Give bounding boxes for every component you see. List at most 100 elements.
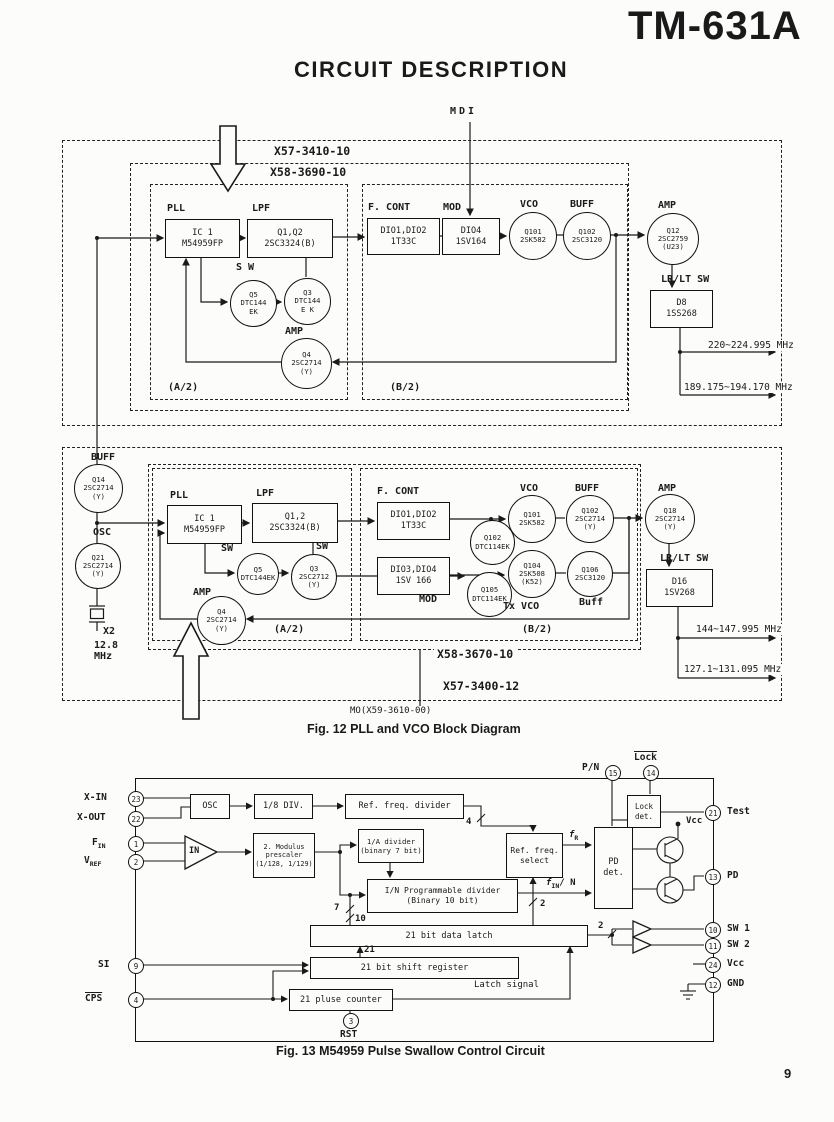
pin-label-vref: VREF — [84, 855, 101, 868]
f13-modulus-prescaler-block: 2. Modulus prescaler (1/128, 1/129) — [253, 833, 315, 878]
f12b-buff-tag: BUFF — [91, 452, 116, 463]
f13-data-latch-block: 21 bit data latch — [310, 925, 588, 947]
pin-label-sw1: SW 1 — [727, 923, 750, 934]
vcc-dot — [675, 821, 681, 827]
f13-fr-base: f — [569, 830, 575, 840]
f12t-mod-tag: MOD — [443, 202, 462, 213]
pin-label-xin: X-IN — [84, 792, 107, 803]
f13-fr-sub: R — [574, 833, 579, 842]
f12t-a2-tag: (A/2) — [168, 382, 199, 393]
pin-10-sw1: 10 — [705, 922, 721, 938]
sw1-buffer-icon — [632, 919, 653, 939]
f12b-lpf-block: Q1,2 2SC3324(B) — [252, 503, 338, 543]
f13-ref-freq-select-block: Ref. freq. select — [506, 833, 563, 878]
pin-label-sw2: SW 2 — [727, 939, 750, 950]
f12b-q106-transistor: Q106 2SC3120 — [567, 551, 613, 597]
pin-label-si: SI — [98, 959, 110, 970]
mo-unit-label: MO(X59-3610-00) — [350, 706, 432, 716]
md1-input-label: MDI — [450, 106, 478, 117]
f12b-q105-transistor: Q105 DTC114EK — [467, 572, 512, 617]
f12b-q21-transistor: Q21 2SC2714 (Y) — [75, 543, 121, 589]
pin-12-gnd: 12 — [705, 977, 721, 993]
pin-22-xout: 22 — [128, 811, 144, 827]
fig12-top-outer-board-frame — [62, 140, 782, 426]
f12b-sw-tag-1: SW — [221, 543, 234, 554]
f12b-output-range-1: 144~147.995 MHz — [694, 624, 784, 635]
f12b-output-range-2: 127.1~131.095 MHz — [682, 664, 784, 675]
pin-15-pn: 15 — [605, 765, 621, 781]
fig12-bottom-inner-board-frame — [148, 464, 641, 650]
f12t-d8-block: D8 1SS268 — [650, 290, 713, 328]
f13-osc-block: OSC — [190, 794, 230, 819]
f12t-b2-tag: (B/2) — [390, 382, 421, 393]
fig12-top-b2-frame — [362, 184, 628, 400]
f12b-q5-transistor: Q5 DTC144EK — [237, 553, 279, 595]
f13-fin-rest: / N — [559, 878, 576, 888]
page-title: CIRCUIT DESCRIPTION — [294, 57, 569, 82]
f12b-q18-transistor: Q18 2SC2714 (Y) — [645, 494, 695, 544]
pin-label-test: Test — [727, 806, 750, 817]
f12b-vco-tag: VCO — [520, 483, 539, 494]
f12b-d16-block: D16 1SV268 — [646, 569, 713, 607]
f13-pulse-counter-block: 21 pluse counter — [289, 989, 393, 1011]
f13-a-divider-block: 1/A divider (binary 7 bit) — [358, 829, 424, 863]
f12t-lrlt-sw-tag: LR/LT SW — [661, 274, 710, 285]
pin-21-test: 21 — [705, 805, 721, 821]
fig13-wires — [142, 779, 705, 1013]
fig12-top-inner-board-frame — [130, 163, 629, 411]
f12t-vco-tag: VCO — [520, 199, 539, 210]
f12b-q4-transistor: Q4 2SC2714 (Y) — [197, 596, 246, 645]
f12t-fcont-block: DIO1,DIO2 1T33C — [367, 218, 440, 255]
pin-label-fin-base: F — [92, 837, 98, 848]
pin-label-lock: Lock — [634, 752, 657, 763]
pin-label-vref-base: V — [84, 855, 90, 866]
f13-divide-by-8-block: 1/8 DIV. — [254, 794, 313, 819]
f12b-q101-transistor: Q101 2SK582 — [508, 495, 556, 543]
f12b-lpf-tag: LPF — [256, 488, 275, 499]
f13-lock-detector-block: Lock det. — [627, 795, 661, 828]
f12t-q4-transistor: Q4 2SC2714 (Y) — [281, 338, 332, 389]
f12b-mod-tag: MOD — [419, 594, 438, 605]
board-number-x58-3670-10: X58-3670-10 — [434, 647, 517, 661]
f13-pd-detector-block: PD det. — [594, 827, 633, 909]
f12t-lpf-tag: LPF — [252, 203, 271, 214]
f12b-x2-frequency: 12.8 MHz — [94, 640, 119, 662]
f12t-q102-transistor: Q102 2SC3120 — [563, 212, 611, 260]
pin-label-xout: X-OUT — [77, 812, 106, 823]
f13-bus-width-21: 21 — [364, 945, 375, 955]
f12b-q102-switch-transistor: Q102 DTC114EK — [470, 520, 515, 565]
f12b-b2-tag: (B/2) — [522, 624, 553, 635]
f13-n-programmable-divider-block: I/N Programmable divider (Binary 10 bit) — [367, 879, 518, 913]
big-arrows — [172, 125, 247, 720]
fig12-bottom-outer-board-frame — [62, 447, 782, 701]
amp-and-buffer-icons — [184, 834, 653, 955]
f12t-fcont-tag: F. CONT — [368, 202, 411, 213]
f12b-fcont-tag: F. CONT — [377, 486, 420, 497]
f13-bus-width-7: 7 — [334, 903, 340, 913]
pin-label-fin: FIN — [92, 837, 106, 850]
f13-bus-width-4: 4 — [466, 817, 472, 827]
transistor-icons — [656, 836, 684, 904]
f12b-pll-tag: PLL — [170, 490, 189, 501]
f12t-amp2-tag: AMP — [658, 200, 677, 211]
f13-in-amp-label: IN — [189, 846, 200, 856]
f12t-buff-tag: BUFF — [570, 199, 595, 210]
fig12-top-a2-frame — [150, 184, 348, 400]
pin-14-lock: 14 — [643, 765, 659, 781]
f12t-output-range-1: 220~224.995 MHz — [706, 340, 796, 351]
big-down-arrow-icon — [209, 125, 247, 193]
f12b-osc-tag: OSC — [93, 527, 112, 538]
pin-label-rst: RST — [340, 1029, 358, 1040]
pin-13-pd: 13 — [705, 869, 721, 885]
f13-bus-width-2b: 2 — [598, 921, 604, 931]
fig13-ic-outline — [135, 778, 714, 1042]
f13-fin-n-label: fIN/ N — [546, 878, 576, 890]
pin-1-fin: 1 — [128, 836, 144, 852]
document-model-number: TM-631A — [628, 4, 802, 48]
in-amp-triangle-icon — [184, 834, 219, 871]
f12t-amp-tag: AMP — [285, 326, 304, 337]
pin-23-xin: 23 — [128, 791, 144, 807]
f12t-q5-transistor: Q5 DTC144 EK — [230, 280, 277, 327]
f13-fr-label: fR — [569, 830, 578, 842]
